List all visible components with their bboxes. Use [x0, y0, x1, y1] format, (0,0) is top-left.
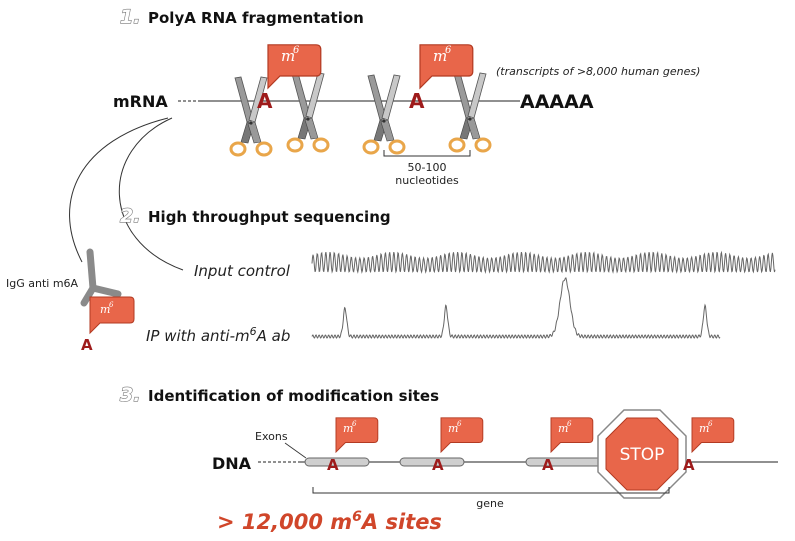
mrna-label: mRNA: [113, 92, 168, 111]
svg-text:A: A: [432, 456, 444, 474]
result-summary: > 12,000 m6A sites: [217, 509, 442, 534]
svg-text:6: 6: [457, 420, 462, 428]
svg-text:A: A: [327, 456, 339, 474]
exons-pointer: [284, 442, 307, 459]
scissors-icon: [286, 71, 330, 153]
svg-text:6: 6: [109, 301, 114, 309]
input-control-signal: [311, 250, 776, 274]
svg-text:6: 6: [293, 45, 300, 56]
svg-text:m: m: [433, 47, 447, 65]
step3-title: Identification of modification sites: [148, 387, 439, 405]
m6a-mark-dna-1: m 6 A: [327, 417, 379, 474]
m6a-mark-bound: m 6 A: [81, 296, 135, 354]
svg-text:m: m: [100, 303, 110, 316]
step1-heading: 1. PolyA RNA fragmentation: [119, 5, 364, 28]
dna-label: DNA: [212, 454, 252, 473]
fragment-size: 50-100: [408, 161, 447, 174]
stop-sign-icon: STOP: [597, 409, 687, 499]
m6a-mark-mrna-2: m 6 A: [409, 44, 474, 113]
step2-number: 2.: [120, 205, 140, 227]
svg-text:m: m: [281, 47, 295, 65]
svg-text:m: m: [343, 422, 353, 435]
ip-signal: [311, 277, 721, 339]
svg-text:m: m: [558, 422, 568, 435]
step1-title: PolyA RNA fragmentation: [148, 9, 364, 27]
step1-number: 1.: [120, 6, 140, 28]
m6a-mark-mrna-1: m 6 A: [257, 44, 322, 113]
polya-tail: AAAAA: [520, 91, 594, 113]
fragment-unit: nucleotides: [395, 174, 459, 187]
svg-text:A: A: [257, 89, 273, 113]
svg-text:A: A: [683, 456, 695, 474]
antibody-icon: [80, 248, 122, 307]
gene-label: gene: [476, 497, 504, 510]
exons-label: Exons: [255, 430, 288, 443]
svg-text:m: m: [448, 422, 458, 435]
svg-text:6: 6: [708, 420, 713, 428]
gene-bracket: [312, 487, 670, 494]
transcripts-note: (transcripts of >8,000 human genes): [496, 65, 700, 78]
svg-text:A: A: [81, 336, 93, 354]
stop-sign-text: STOP: [620, 445, 665, 465]
step2-heading: 2. High throughput sequencing: [119, 204, 391, 227]
capture-arc-inner: [118, 117, 184, 271]
svg-text:A: A: [542, 456, 554, 474]
m6a-mark-dna-4: m 6 A: [683, 417, 735, 474]
svg-text:m: m: [699, 422, 709, 435]
svg-text:A: A: [409, 89, 425, 113]
m6a-mark-dna-3: m 6 A: [542, 417, 594, 474]
capture-arc-outer: [69, 117, 169, 263]
ip-label: IP with anti-m6A ab: [146, 325, 290, 345]
m6a-mark-dna-2: m 6 A: [432, 417, 484, 474]
scissors-icon: [448, 71, 492, 153]
exon-1: [304, 457, 370, 467]
antibody-label: IgG anti m6A: [6, 277, 79, 290]
scissors-icon: [362, 73, 406, 155]
step3-heading: 3. Identification of modification sites: [119, 383, 439, 406]
svg-text:6: 6: [445, 45, 452, 56]
svg-text:6: 6: [567, 420, 572, 428]
fragment-bracket: [383, 150, 471, 157]
step3-number: 3.: [120, 384, 140, 406]
input-control-label: Input control: [194, 262, 291, 280]
exon-2: [399, 457, 465, 467]
svg-text:6: 6: [352, 420, 357, 428]
step2-title: High throughput sequencing: [148, 208, 391, 226]
